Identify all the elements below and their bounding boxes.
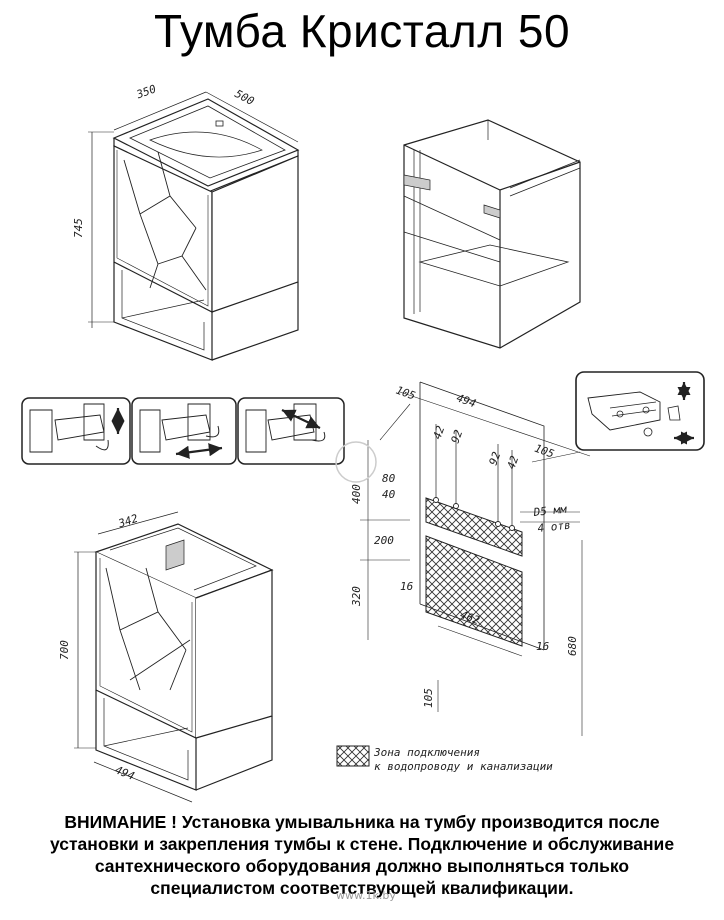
dim-hole-left-b: 92 [449,428,466,445]
dim-320: 320 [350,586,363,607]
hinge-adjustment-steps [21,397,345,465]
dim-rear-height: 700 [58,640,71,660]
dim-16-left: 16 [400,580,414,593]
dim-400: 400 [350,484,363,504]
holes-count-label: 4 отв [537,519,571,535]
hinge-detail-view [575,371,705,451]
dim-top-depth: 350 [134,82,158,101]
dim-sheet-width: 494 [455,391,478,410]
dim-680: 680 [566,636,579,656]
dim-rear-width: 342 [116,512,140,531]
notice-line-3: сантехнического оборудования должно выпо… [94,856,630,876]
dim-16-right: 16 [536,640,550,653]
dim-height: 745 [72,218,85,238]
dim-200: 200 [374,534,394,547]
cabinet-frame-view [403,119,581,349]
warning-notice: ВНИМАНИЕ ! Установка умывальника на тумб… [10,811,714,899]
watermark: www.1k.by [336,889,396,902]
connection-zone-swatch [336,745,370,767]
dim-hole-left-a: 42 [431,424,448,441]
notice-line-1: ВНИМАНИЕ ! Установка умывальника на тумб… [64,812,660,832]
dim-40: 40 [382,488,396,501]
dim-hole-right-a: 92 [487,450,504,467]
legend-line-1: Зона подключения [373,746,480,759]
dim-105-bottom: 105 [422,688,435,708]
notice-line-2: установки и закрепления тумбы к стене. П… [49,834,675,854]
cabinet-with-sink-view [88,91,300,361]
dim-80: 80 [382,472,396,485]
dim-right-offset: 105 [533,442,556,461]
dim-hole-right-b: 42 [505,454,522,471]
cabinet-rear-view [74,511,274,803]
dim-front-width: 494 [113,763,136,782]
dim-top-width: 500 [233,87,257,108]
wall-mounting-scheme [335,381,591,736]
notice-line-4: специалистом соответствующей квалификаци… [150,878,574,898]
page-title: Тумба Кристалл 50 [153,5,571,57]
dim-left-offset: 105 [394,384,417,403]
legend-line-2: к водопроводу и канализации [374,760,553,773]
holes-diameter-label: D5 мм [532,503,568,520]
